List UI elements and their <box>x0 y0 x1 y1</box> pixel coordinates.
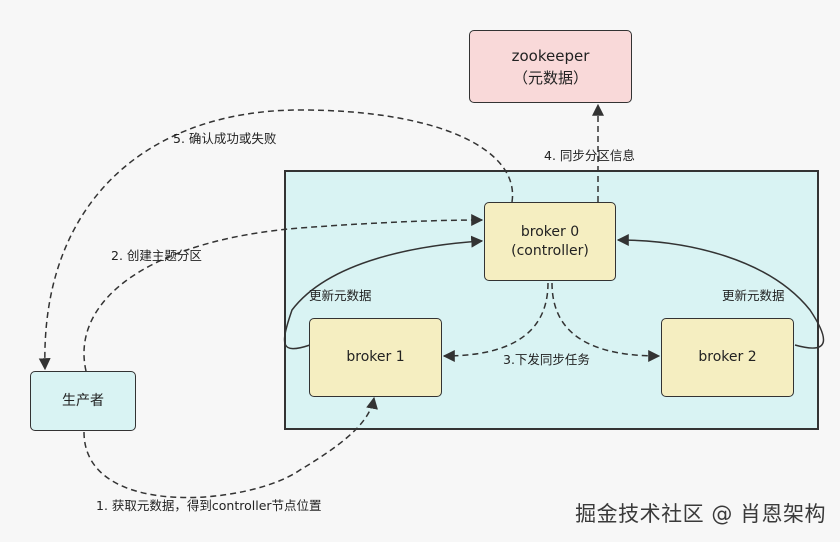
edge-step5 <box>38 109 514 371</box>
edge-step2 <box>83 214 484 372</box>
broker0-title: broker 0 <box>520 223 580 240</box>
edge-step1 <box>83 396 378 499</box>
edge-label-update-left: 更新元数据 <box>309 288 372 303</box>
broker1-node: broker 1 <box>309 318 442 397</box>
edge-update-right <box>616 234 825 349</box>
edge-label-update-right: 更新元数据 <box>722 288 785 303</box>
edge-step3-to-broker2 <box>551 282 661 362</box>
zookeeper-node: zookeeper （元数据） <box>469 30 632 103</box>
producer-node: 生产者 <box>30 371 136 431</box>
zookeeper-subtitle: （元数据） <box>512 68 588 87</box>
edge-label-step5: 5. 确认成功或失败 <box>173 131 277 146</box>
producer-title: 生产者 <box>62 392 104 409</box>
zookeeper-title: zookeeper <box>511 46 590 65</box>
broker0-node: broker 0 (controller) <box>484 202 616 281</box>
broker0-subtitle: (controller) <box>511 242 589 259</box>
edge-label-step2: 2. 创建主题分区 <box>111 248 202 263</box>
edge-step3-to-broker1 <box>442 282 549 362</box>
edge-label-step3: 3.下发同步任务 <box>503 352 590 367</box>
broker2-node: broker 2 <box>661 318 794 397</box>
edge-label-step1: 1. 获取元数据，得到controller节点位置 <box>96 498 322 513</box>
broker1-title: broker 1 <box>346 349 405 365</box>
edge-update-left <box>283 235 484 350</box>
broker2-title: broker 2 <box>698 349 757 365</box>
edge-label-step4: 4. 同步分区信息 <box>544 148 635 163</box>
watermark-text: 掘金技术社区 @ 肖恩架构 <box>575 502 826 526</box>
